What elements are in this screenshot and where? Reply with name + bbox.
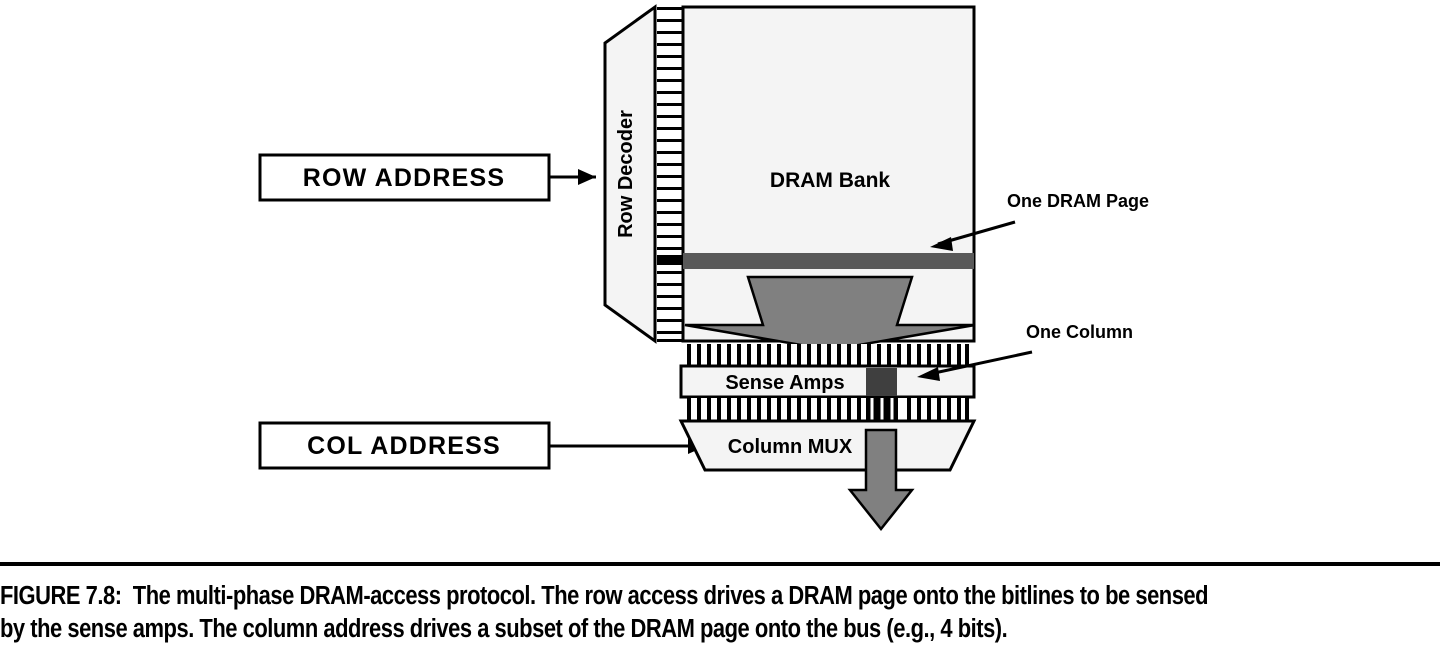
caption-divider — [0, 562, 1440, 566]
row-address-label: ROW ADDRESS — [303, 164, 506, 192]
page-to-senseamp-arrow — [684, 275, 976, 352]
column-mux-label: Column MUX — [728, 436, 853, 458]
selected-column-bitlines — [866, 398, 898, 421]
row-address-box: ROW ADDRESS — [258, 153, 551, 202]
bus-arrow-shape — [847, 428, 915, 532]
callout-one-column: One Column — [917, 322, 1133, 381]
selected-column-block — [866, 368, 897, 396]
active-wordline — [657, 255, 684, 265]
callout-one-dram-page: One DRAM Page — [930, 191, 1149, 251]
column-mux-shape — [678, 419, 977, 472]
row-decoder-label: Row Decoder — [615, 110, 637, 238]
figure-caption: FIGURE 7.8: The multi-phase DRAM-access … — [0, 580, 1237, 646]
callout-one-column-label: One Column — [1026, 322, 1133, 342]
sense-amps-rect — [679, 364, 976, 399]
row-address-arrow — [549, 169, 596, 185]
column-mux: Column MUX — [678, 419, 977, 472]
callout-one-dram-page-label: One DRAM Page — [1007, 191, 1149, 211]
sense-amps-label: Sense Amps — [725, 372, 844, 394]
dram-access-diagram: ROW ADDRESS Row Decoder — [258, 4, 1149, 532]
caption-area: FIGURE 7.8: The multi-phase DRAM-access … — [0, 560, 1440, 653]
row-decoder: Row Decoder — [603, 4, 657, 344]
row-address-box-rect — [258, 153, 551, 202]
figure-number: FIGURE 7.8: — [0, 582, 122, 610]
row-decoder-shape — [603, 4, 657, 344]
dram-page-bar — [683, 253, 974, 269]
wordline-hatching — [657, 7, 684, 342]
dram-bank: DRAM Bank — [681, 5, 976, 352]
col-address-box: COL ADDRESS — [258, 421, 551, 470]
diagram-area: ROW ADDRESS Row Decoder — [258, 4, 1149, 532]
col-address-label: COL ADDRESS — [307, 432, 501, 460]
col-address-arrow — [549, 438, 706, 454]
bitlines-upper — [687, 344, 969, 367]
output-bus-arrow — [847, 428, 915, 532]
bitlines-lower — [687, 398, 969, 421]
figure-caption-text: The multi-phase DRAM-access protocol. Th… — [0, 582, 1209, 643]
dram-bank-label: DRAM Bank — [770, 169, 890, 192]
sense-amps: Sense Amps — [679, 364, 976, 399]
